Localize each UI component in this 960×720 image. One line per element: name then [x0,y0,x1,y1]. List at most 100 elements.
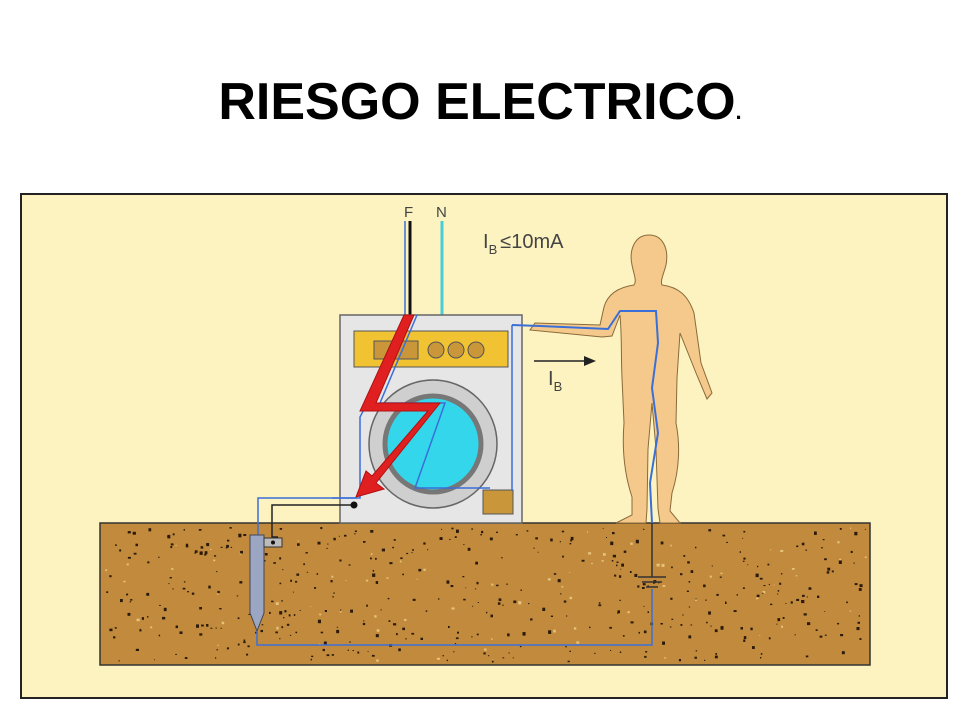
soil-speck [375,581,379,584]
earth-electrode [249,534,265,633]
soil-speck [824,611,826,612]
soil-speck [609,626,612,629]
soil-speck [471,636,473,638]
soil-speck [623,550,627,553]
soil-speck [617,612,619,614]
soil-speck [213,559,216,562]
soil-speck [227,539,230,542]
soil-speck [170,546,173,549]
soil-speck [550,615,553,617]
current-symbol: I [483,231,489,253]
soil-speck [126,563,129,566]
soil-speck [229,527,232,529]
soil-speck [743,636,747,640]
soil-speck [393,539,396,541]
soil-speck [519,645,522,648]
soil-speck [463,598,466,601]
soil-speck [706,621,708,624]
soil-speck [837,622,840,625]
soil-speck [635,539,639,544]
soil-speck [630,542,633,545]
soil-speck [167,534,171,539]
soil-speck [295,580,298,583]
soil-speck [742,587,745,589]
soil-speck [777,593,779,595]
soil-speck [323,641,327,645]
soil-speck [339,559,342,562]
soil-speck [436,657,440,660]
soil-speck [671,618,674,620]
soil-speck [279,528,283,530]
soil-speck [756,597,759,600]
soil-speck [561,530,565,533]
fault-arrow [355,314,442,498]
soil-speck [856,627,860,631]
soil-speck [773,584,775,586]
soil-speck [557,579,561,583]
soil-speck [320,631,324,634]
soil-speck [671,566,673,569]
fault-box [482,489,514,515]
soil-speck [310,606,312,607]
soil-speck [491,660,494,663]
soil-speck [146,592,150,596]
soil-speck [653,582,655,584]
soil-speck [168,583,170,585]
soil-speck [314,587,317,589]
soil-speck [565,646,567,648]
soil-speck [611,560,614,562]
soil-speck [276,626,279,630]
soil-speck [146,594,148,595]
soil-speck [284,610,287,613]
soil-speck [581,559,585,562]
soil-speck [767,563,770,566]
soil-speck [139,629,142,632]
soil-speck [694,656,697,659]
soil-speck [719,576,722,578]
soil-speck [130,599,133,601]
soil-speck [216,571,218,573]
soil-speck [448,626,450,628]
soil-speck [725,601,727,603]
soil-speck [225,547,228,549]
soil-speck [217,590,220,594]
soil-speck [740,627,743,630]
soil-speck [123,580,126,583]
soil-speck [591,562,593,565]
soil-speck [289,634,292,636]
soil-speck [438,598,440,600]
soil-speck [815,629,818,631]
soil-speck [839,528,842,530]
soil-speck [299,610,301,611]
soil-speck [759,577,763,580]
soil-speck [365,579,369,582]
soil-speck [496,584,499,587]
soil-speck [271,600,274,603]
soil-speck [159,604,161,606]
soil-speck [363,541,366,543]
soil-speck [502,604,504,606]
soil-speck [854,531,858,536]
soil-speck [127,612,131,616]
soil-speck [602,528,604,529]
soil-speck [695,650,697,652]
soil-speck [339,611,342,613]
soil-speck [619,651,622,653]
soil-speck [853,562,855,564]
soil-speck [264,553,268,556]
soil-speck [562,555,564,558]
soil-speck [573,627,577,630]
soil-speck [610,650,612,651]
soil-speck [660,541,664,545]
soil-speck [801,600,805,604]
soil-speck [260,629,263,633]
soil-speck [660,623,663,625]
soil-speck [243,639,246,642]
soil-speck [441,528,443,530]
soil-speck [380,609,382,611]
soil-speck [273,562,276,564]
soil-speck [678,659,681,662]
soil-speck [720,572,723,574]
soil-speck [680,573,683,576]
soil-speck [726,541,728,543]
